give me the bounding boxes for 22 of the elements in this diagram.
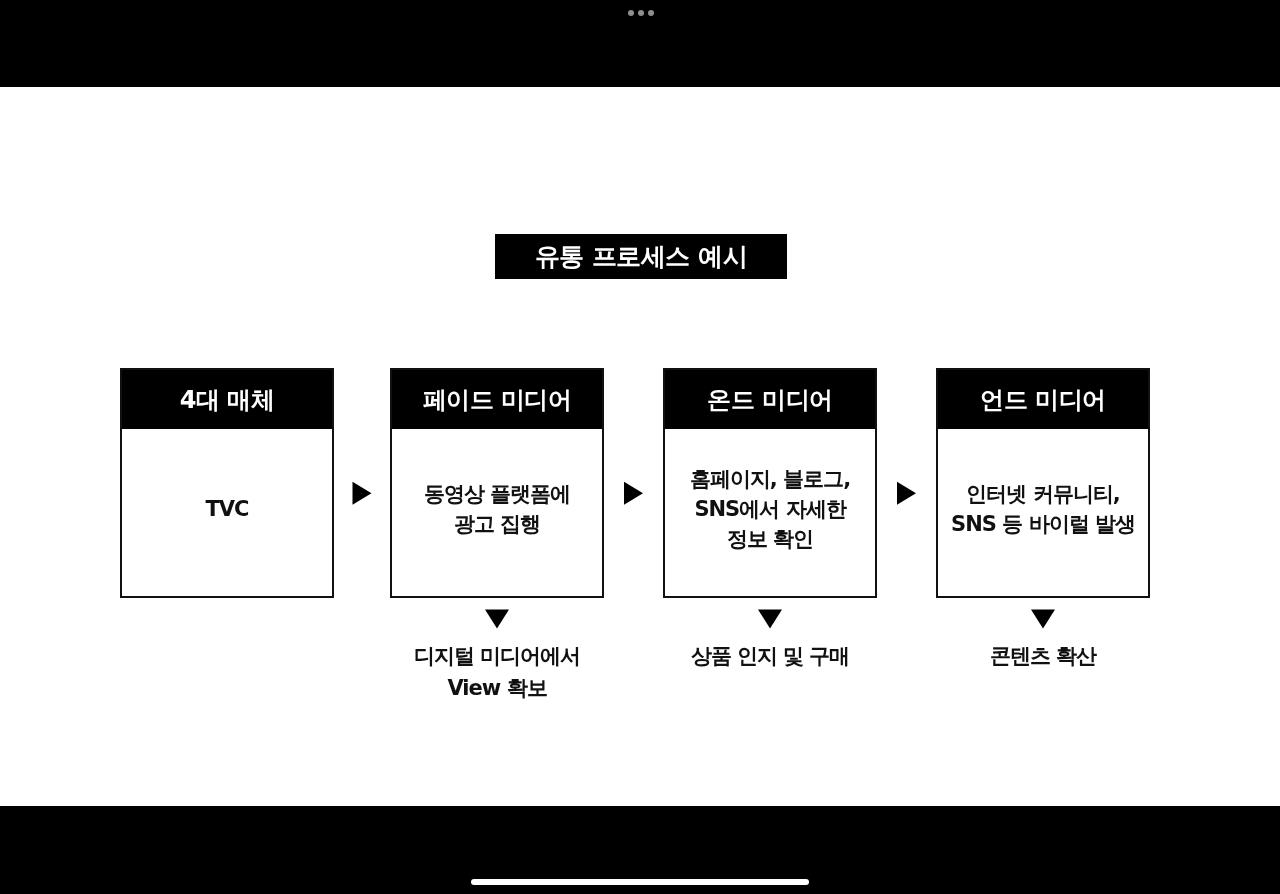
outcome-text: 상품 인지 및 구매 (663, 640, 877, 710)
process-box (390, 368, 604, 598)
arrow (624, 481, 643, 505)
process-box (936, 368, 1150, 598)
outcome-text: 콘텐츠 확산 (936, 640, 1150, 710)
box-body-text: 홈페이지, 블로그, SNS에서 자세한 정보 확인 (688, 465, 852, 553)
process-box (663, 368, 877, 598)
arrow (352, 481, 372, 505)
box-header: 언드 미디어 (938, 370, 1148, 429)
box-header: 4대 매체 (122, 370, 332, 429)
arrow (897, 481, 916, 505)
outcome-text: 디지털 미디어에서 View 확보 (390, 640, 604, 710)
box-body-text: TVC (205, 495, 249, 523)
box-body-text: 동영상 플랫폼에 광고 집행 (422, 480, 572, 538)
arrow (1031, 609, 1055, 629)
process-box (120, 368, 334, 598)
box-header: 페이드 미디어 (392, 370, 602, 429)
arrow (485, 609, 509, 629)
box-body-text: 인터넷 커뮤니티, SNS 등 바이럴 발생 (950, 480, 1136, 538)
box-header: 온드 미디어 (665, 370, 875, 429)
arrow (758, 609, 782, 629)
title-banner: 유통 프로세스 예시 (495, 234, 787, 279)
